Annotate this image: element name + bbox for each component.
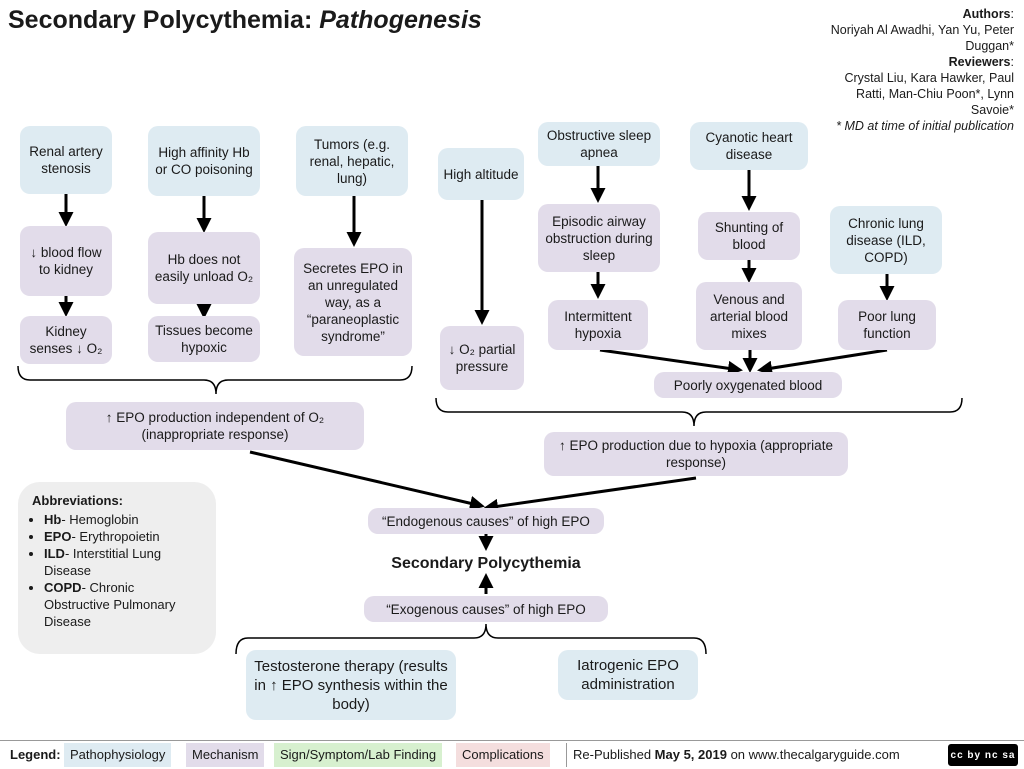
abbreviation-item: COPD- Chronic Obstructive Pulmonary Dise…: [44, 579, 202, 630]
abbreviation-term: EPO: [44, 529, 72, 544]
abbreviation-term: Hb: [44, 512, 62, 527]
node-kidney-senses-o2: Kidney senses ↓ O₂: [20, 316, 112, 364]
arrow-epo-independent-to-endogenous: [249, 450, 485, 511]
abbreviations-list: Hb- Hemoglobin EPO- Erythropoietin ILD- …: [32, 511, 202, 630]
legend-republished-date: May 5, 2019: [654, 747, 727, 762]
title-main: Secondary Polycythemia:: [8, 6, 313, 34]
node-o2-partial-pressure: ↓ O₂ partial pressure: [440, 326, 524, 390]
brace-inappropriate: [17, 365, 413, 395]
abbreviation-item: ILD- Interstitial Lung Disease: [44, 545, 202, 579]
legend-mechanism: Mechanism: [186, 743, 265, 767]
abbreviations-box: Abbreviations: Hb- Hemoglobin EPO- Eryth…: [18, 482, 216, 654]
node-blood-flow-to-kidney: ↓ blood flow to kidney: [20, 226, 112, 296]
node-iatrogenic-epo: Iatrogenic EPO administration: [558, 650, 698, 700]
reviewers-names: Crystal Liu, Kara Hawker, Paul Ratti, Ma…: [844, 71, 1014, 117]
legend-complications: Complications: [456, 743, 550, 767]
node-high-altitude: High altitude: [438, 148, 524, 200]
node-secretes-epo: Secretes EPO in an unregulated way, as a…: [294, 248, 412, 356]
authors-block: Authors: Noriyah Al Awadhi, Yan Yu, Pete…: [814, 6, 1014, 134]
abbreviation-def: - Erythropoietin: [71, 529, 160, 544]
node-high-affinity-hb: High affinity Hb or CO poisoning: [148, 126, 260, 196]
abbreviation-item: EPO- Erythropoietin: [44, 528, 202, 545]
authors-names: Noriyah Al Awadhi, Yan Yu, Peter Duggan*: [830, 23, 1014, 53]
arrow-poor-to-poorly: [757, 348, 888, 376]
node-obstructive-sleep-apnea: Obstructive sleep apnea: [538, 122, 660, 166]
node-exogenous-causes: “Exogenous causes” of high EPO: [364, 596, 608, 622]
legend-sign-symptom: Sign/Symptom/Lab Finding: [274, 743, 443, 767]
title-sub: Pathogenesis: [319, 6, 482, 34]
abbreviations-heading: Abbreviations:: [32, 493, 124, 508]
authors-label: Authors: [962, 7, 1011, 21]
authors-note: * MD at time of initial publication: [836, 119, 1014, 133]
reviewers-label: Reviewers: [948, 55, 1011, 69]
node-shunting-of-blood: Shunting of blood: [698, 212, 800, 260]
page-title: Secondary Polycythemia: Pathogenesis: [8, 6, 482, 35]
arrow-intermittent-to-poorly: [599, 348, 743, 376]
node-renal-artery-stenosis: Renal artery stenosis: [20, 126, 112, 194]
abbreviation-def: - Interstitial Lung Disease: [44, 546, 162, 578]
legend-label: Legend:: [10, 747, 61, 762]
node-intermittent-hypoxia: Intermittent hypoxia: [548, 300, 648, 350]
legend-bar: Legend: Pathophysiology Mechanism Sign/S…: [0, 740, 1024, 769]
legend-republished-suffix: on www.thecalgaryguide.com: [730, 747, 900, 762]
node-endogenous-causes: “Endogenous causes” of high EPO: [368, 508, 604, 534]
legend-pathophysiology: Pathophysiology: [64, 743, 172, 767]
legend-republished: Re-Published May 5, 2019 on www.thecalga…: [566, 743, 906, 767]
legend-republished-prefix: Re-Published: [573, 747, 652, 762]
arrow-epo-hypoxia-to-endogenous: [483, 476, 697, 514]
abbreviation-item: Hb- Hemoglobin: [44, 511, 202, 528]
node-venous-arterial-mix: Venous and arterial blood mixes: [696, 282, 802, 350]
brace-exogenous: [235, 623, 707, 655]
node-poor-lung-function: Poor lung function: [838, 300, 936, 350]
abbreviation-term: COPD: [44, 580, 82, 595]
node-chronic-lung-disease: Chronic lung disease (ILD, COPD): [830, 206, 942, 274]
node-epo-hypoxia: ↑ EPO production due to hypoxia (appropr…: [544, 432, 848, 476]
node-epo-independent: ↑ EPO production independent of O₂ (inap…: [66, 402, 364, 450]
node-tumors: Tumors (e.g. renal, hepatic, lung): [296, 126, 408, 196]
node-poorly-oxygenated-blood: Poorly oxygenated blood: [654, 372, 842, 398]
license-badge: cc by nc sa: [948, 744, 1018, 766]
node-tissues-hypoxic: Tissues become hypoxic: [148, 316, 260, 362]
node-secondary-polycythemia: Secondary Polycythemia: [391, 554, 581, 572]
node-hb-not-unload: Hb does not easily unload O₂: [148, 232, 260, 304]
abbreviation-term: ILD: [44, 546, 65, 561]
node-testosterone-therapy: Testosterone therapy (results in ↑ EPO s…: [246, 650, 456, 720]
abbreviation-def: - Hemoglobin: [61, 512, 139, 527]
abbreviation-def: - Chronic Obstructive Pulmonary Disease: [44, 580, 176, 629]
brace-appropriate: [435, 397, 963, 427]
node-episodic-airway-obstruction: Episodic airway obstruction during sleep: [538, 204, 660, 272]
node-cyanotic-heart-disease: Cyanotic heart disease: [690, 122, 808, 170]
